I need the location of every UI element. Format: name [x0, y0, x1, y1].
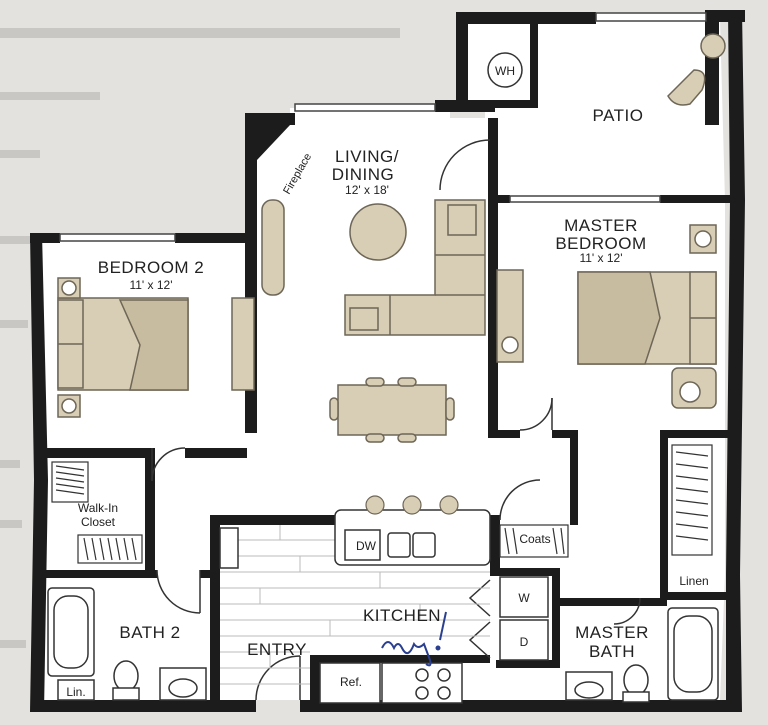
fireplace-wall [257, 125, 290, 160]
sofa-pillow [447, 204, 477, 236]
wall-living-top-left [245, 113, 295, 125]
bedroom2-furniture [57, 277, 255, 418]
wall-master-bottom-left [488, 430, 520, 438]
dishwasher-label: DW [356, 539, 377, 553]
wall-right [726, 10, 745, 712]
sofa-left [261, 199, 285, 296]
toilet-master [623, 664, 649, 696]
wall-master-bottom-right [660, 430, 730, 438]
refrigerator-label: Ref. [340, 675, 362, 689]
pantry [219, 527, 239, 569]
coats-closet [499, 524, 569, 558]
bar-stools [365, 495, 459, 515]
bath2-fixtures [47, 587, 207, 701]
closet-label-line1: Walk-In [78, 501, 118, 515]
wall-patio-right-jog [705, 10, 719, 125]
coffee-table [349, 203, 407, 261]
toilet-bath2 [113, 660, 139, 692]
master-bath-label-line1: MASTER [575, 623, 649, 642]
kitchen-counter [219, 509, 549, 704]
handwritten-annotation [381, 611, 447, 667]
wall-patio-top [456, 12, 596, 24]
master-furniture [496, 224, 717, 409]
wall-master-bottom-mid [552, 430, 578, 438]
background-paper-text [0, 28, 400, 648]
wall-closet-right [145, 448, 155, 578]
wall-ref-left [310, 655, 320, 710]
wall-bedroom2-top-right [175, 233, 255, 243]
coats-label: Coats [519, 532, 550, 546]
linen-closet-label: Lin. [66, 685, 85, 699]
master-bedroom-name-line1: MASTER [564, 216, 638, 235]
wall-master-left [488, 118, 498, 438]
water-heater: WH [487, 52, 523, 88]
water-heater-label: WH [495, 64, 515, 78]
closet-label-line2: Closet [81, 515, 116, 529]
dryer-label: D [520, 635, 529, 649]
windows [59, 12, 707, 242]
bedroom2-size: 11' x 12' [129, 278, 172, 292]
master-bedroom-name-line2: BEDROOM [555, 234, 646, 253]
patio-chair [667, 33, 726, 106]
living-room-size: 12' x 18' [345, 183, 389, 197]
linen-label: Linen [679, 574, 708, 588]
walls [30, 10, 745, 712]
wall-bath2-top [42, 570, 157, 578]
wall-wh-bottom [456, 100, 536, 108]
wall-masterbath-top [552, 598, 667, 606]
wall-laundry-right [552, 568, 560, 668]
closet-hangers-bedroom2 [51, 461, 143, 564]
master-bath-fixtures [565, 607, 719, 703]
wall-closet-top [42, 448, 152, 458]
wall-master-top-right [660, 195, 730, 203]
living-furniture [261, 199, 486, 443]
wall-bath2-right [210, 515, 220, 710]
dresser-bedroom2 [231, 297, 255, 391]
wall-wh-right [530, 12, 538, 108]
wall-bedroom2-bottom [185, 448, 247, 458]
wall-bottom-left [40, 700, 256, 712]
bath2-label: BATH 2 [119, 623, 180, 642]
kitchen-label: KITCHEN [363, 606, 441, 625]
wall-laundry-top [490, 568, 560, 576]
master-bedroom-size: 11' x 12' [579, 251, 622, 265]
door-swings [151, 139, 641, 701]
sofa-pillow-2 [349, 307, 379, 331]
master-bath-label-line2: BATH [589, 642, 635, 661]
wall-laundry-bottom [496, 660, 560, 668]
wall-coats-right [570, 430, 578, 525]
closet-hangers-master [671, 444, 713, 556]
patio-label: PATIO [593, 106, 644, 125]
dryer [499, 619, 549, 661]
refrigerator [319, 662, 381, 704]
washer-label: W [518, 591, 530, 605]
wall-linen-left [660, 430, 668, 600]
entry-label: ENTRY [247, 640, 307, 659]
wall-kitchen-bottom [310, 655, 490, 663]
wall-bedroom2-top [30, 233, 60, 243]
wall-left [30, 233, 48, 712]
wall-coats-left [490, 515, 500, 575]
wall-wh-left [456, 12, 468, 112]
wall-linen-bottom [660, 592, 730, 600]
dishwasher [344, 529, 381, 561]
dining-table [337, 384, 447, 436]
living-room-name-line2: DINING [332, 165, 395, 184]
living-room-name-line1: LIVING/ [335, 147, 399, 166]
bedroom2-name: BEDROOM 2 [98, 258, 205, 277]
wall-master-top-left [490, 195, 510, 203]
wall-kitchen-top-left [210, 515, 340, 525]
washer [499, 576, 549, 618]
